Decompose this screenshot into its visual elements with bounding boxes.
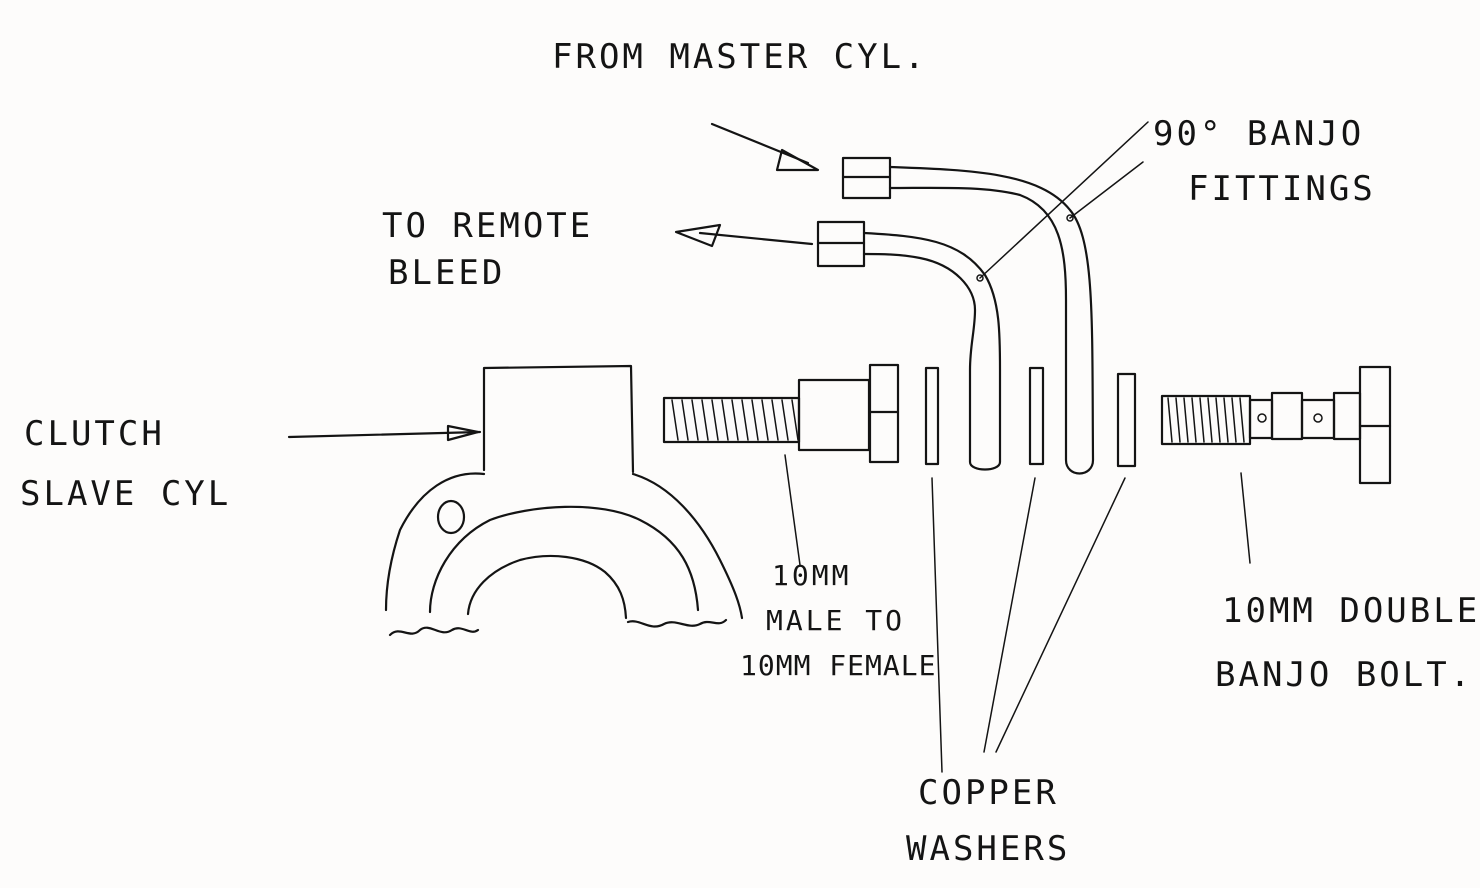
clutch-slave-cylinder (384, 364, 744, 637)
banjo-fittings-label-line1: 90° BANJO (1153, 114, 1365, 154)
adapter-label-line3: 10MM FEMALE (740, 649, 937, 682)
clutch-arrow (287, 424, 482, 442)
banjo-leaders (976, 121, 1149, 282)
from-master-arrow (710, 122, 820, 172)
banjo-fittings-label-line2: FITTINGS (1188, 169, 1376, 209)
double-banjo-bolt (1160, 365, 1392, 485)
adapter-leader (784, 454, 801, 566)
bolt-label-line2: BANJO BOLT. (1215, 655, 1474, 695)
lower-banjo-fitting (816, 220, 1002, 471)
copper-washers (924, 366, 1137, 468)
clutch-label-line2: SLAVE CYL (20, 474, 232, 514)
adapter-fitting (662, 363, 900, 464)
to-remote-label-line1: TO REMOTE (382, 206, 594, 246)
bolt-leader (1240, 472, 1251, 564)
washers-label-line1: COPPER (918, 773, 1059, 813)
washers-label-line2: WASHERS (906, 829, 1071, 869)
washer-leaders (931, 477, 1126, 773)
to-remote-label-line2: BLEED (388, 253, 506, 293)
clutch-label-line1: CLUTCH (24, 414, 165, 454)
adapter-label-line1: 10MM (772, 559, 852, 592)
upper-banjo-fitting (841, 156, 1095, 475)
to-remote-bleed-arrow (674, 223, 814, 248)
bolt-label-line1: 10MM DOUBLE (1222, 591, 1480, 631)
from-master-label: FROM MASTER CYL. (552, 37, 928, 77)
adapter-label-line2: MALE TO (766, 604, 906, 637)
